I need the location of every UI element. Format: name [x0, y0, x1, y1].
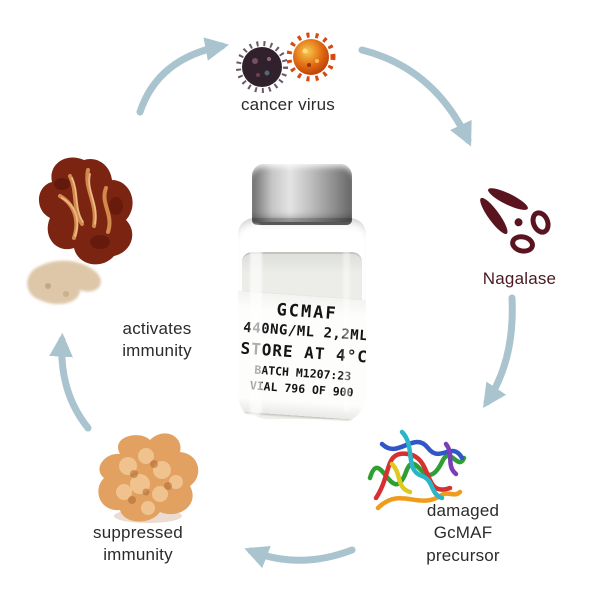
arrow-to-activates [49, 332, 92, 432]
damaged-line3: precursor [426, 545, 500, 565]
arrow-to-suppressed [244, 545, 356, 569]
damaged-line1: damaged [426, 501, 500, 520]
activates-line2: immunity [122, 341, 192, 361]
glass-highlight [343, 228, 350, 412]
cancer-virus-image [236, 32, 336, 93]
arrow-to-precursor [483, 294, 516, 408]
damaged-line2: GcMAF [433, 523, 493, 543]
damaged-precursor-label: damaged GcMAF precursor [398, 500, 528, 567]
activates-line1: activates [122, 319, 192, 338]
nagalase-label: Nagalase [482, 269, 557, 288]
arrow-to-nagalase [358, 46, 472, 147]
protein-structure-image [367, 429, 467, 511]
arrow-to-cancer-virus [136, 37, 230, 116]
vial-body: GCMAF 440NG/ML 2,2ML STORE AT 4°C BATCH … [238, 218, 366, 424]
tumor-cell-image [98, 433, 199, 523]
activates-immunity-label: activates immunity [92, 318, 222, 363]
macrophage-image [27, 157, 133, 305]
gcmaf-vial: GCMAF 440NG/ML 2,2ML STORE AT 4°C BATCH … [236, 162, 368, 426]
scissors-icon [480, 188, 551, 254]
suppressed-line1: suppressed [93, 523, 183, 542]
suppressed-line2: immunity [103, 545, 173, 565]
cancer-virus-label: cancer virus [240, 95, 336, 114]
glass-highlight [250, 224, 262, 416]
vial-cap [252, 164, 352, 225]
suppressed-immunity-label: suppressed immunity [68, 522, 208, 567]
